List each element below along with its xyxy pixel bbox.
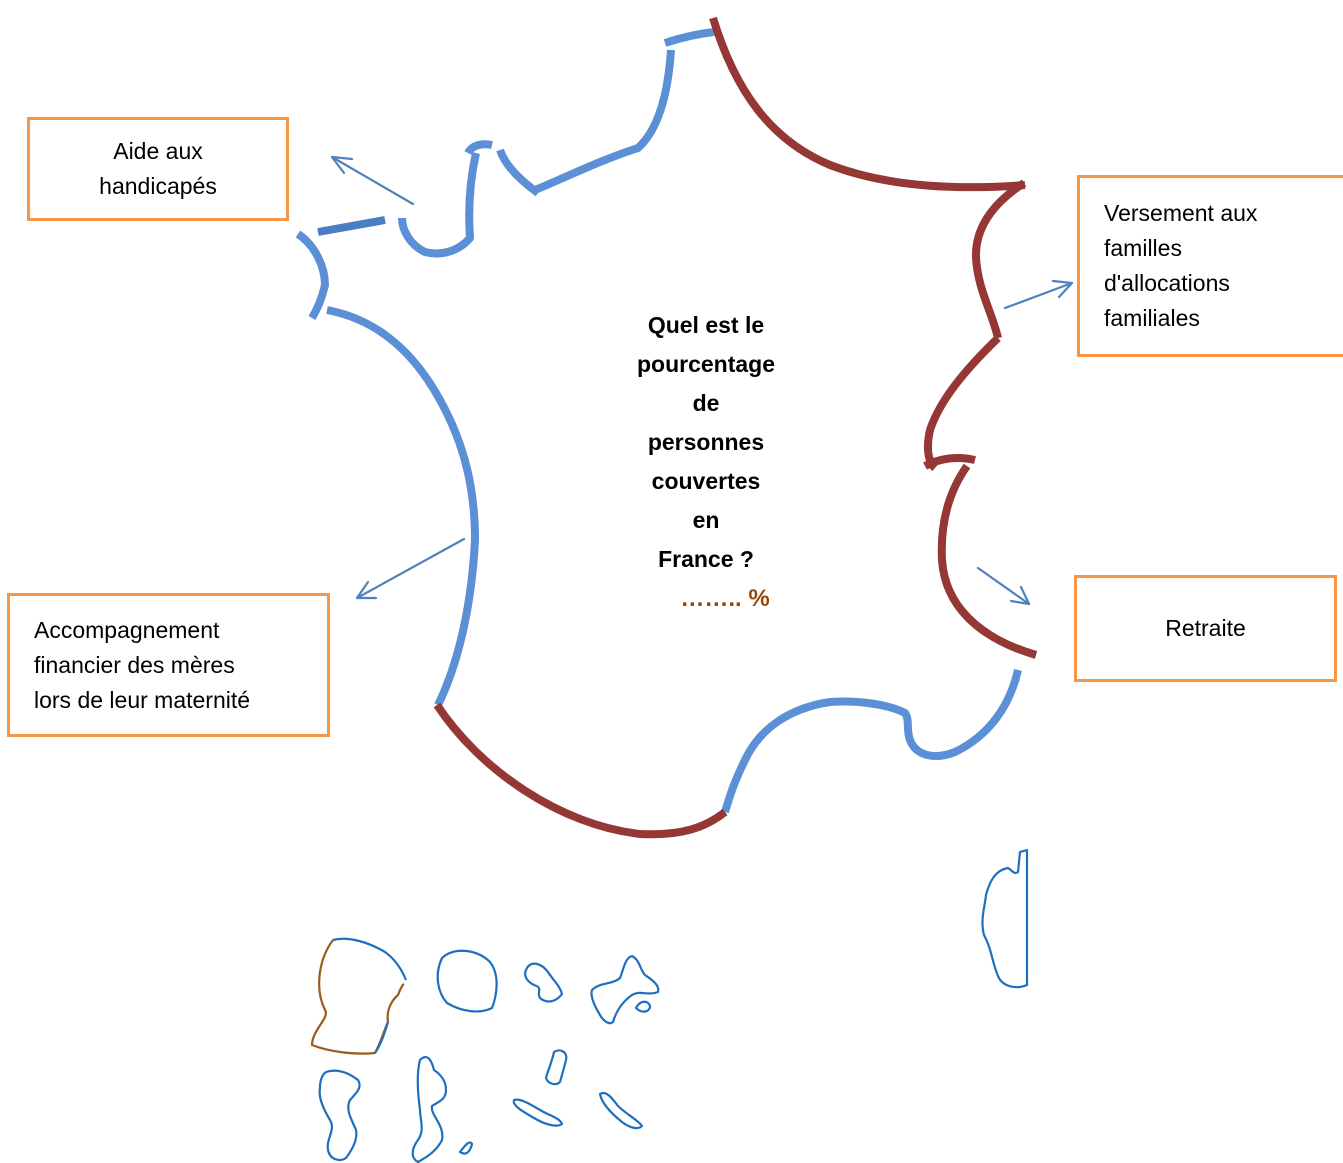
map-outline-blue	[295, 28, 1022, 814]
map-outline-red	[433, 16, 1038, 839]
aide-handicapes-box: Aide aux handicapés	[27, 117, 289, 221]
overseas-island-4	[634, 1000, 652, 1013]
guyane-brown-outline	[310, 939, 405, 1055]
arrows	[330, 155, 1074, 606]
retraite-label: Retraite	[1165, 615, 1246, 641]
guyane-blue-outline	[332, 937, 408, 1054]
maternite-label: Accompagnement financier des mères lors …	[34, 616, 251, 713]
overseas-territories	[310, 937, 660, 1163]
overseas-island-6	[411, 1055, 448, 1163]
answer-blank: …….. %	[680, 585, 770, 612]
aide-handicapes-label: Aide aux handicapés	[99, 138, 217, 199]
allocations-familiales-label: Versement aux familles d'allocations fam…	[1104, 200, 1258, 331]
overseas-island-8	[544, 1049, 568, 1086]
overseas-island-9	[512, 1098, 564, 1127]
arrow-to-retraite	[976, 566, 1031, 606]
arrow-to-familles	[1003, 279, 1074, 310]
arrow-to-maternite	[355, 537, 466, 600]
central-question: Quel est le pourcentage de personnes cou…	[636, 312, 776, 572]
overseas-island-5	[318, 1069, 361, 1161]
overseas-island-7	[458, 1141, 474, 1155]
arrow-to-handicap	[330, 155, 415, 206]
overseas-island-1	[436, 949, 498, 1013]
retraite-box: Retraite	[1074, 575, 1337, 682]
maternite-box: Accompagnement financier des mères lors …	[7, 593, 330, 737]
overseas-island-10	[598, 1091, 644, 1130]
overseas-island-3	[590, 954, 660, 1025]
allocations-familiales-box: Versement aux familles d'allocations fam…	[1077, 175, 1343, 357]
corsica-island	[981, 848, 1029, 989]
overseas-island-2	[524, 962, 564, 1003]
